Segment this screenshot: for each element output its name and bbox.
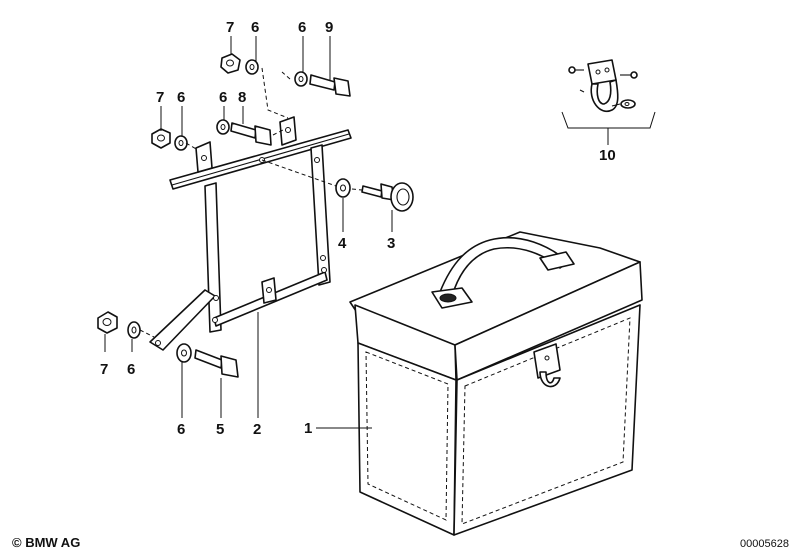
callout-6: 6 <box>298 19 306 36</box>
tool-case-drawing <box>349 231 643 536</box>
callout-7: 7 <box>156 89 164 106</box>
callout-1: 1 <box>304 420 312 437</box>
callout-10: 10 <box>599 147 616 164</box>
callout-labels: 7 6 6 9 7 6 6 8 4 3 7 6 6 5 2 1 10 <box>100 19 616 438</box>
callout-7: 7 <box>100 361 108 378</box>
callout-4: 4 <box>338 235 347 252</box>
callout-7: 7 <box>226 19 234 36</box>
callout-5: 5 <box>216 421 224 438</box>
callout-6: 6 <box>251 19 259 36</box>
copyright-notice: © BMW AG <box>12 535 81 550</box>
callout-6: 6 <box>127 361 135 378</box>
leader-lines <box>104 36 609 429</box>
clasp-kit-drawing <box>561 59 656 129</box>
callout-6: 6 <box>177 89 185 106</box>
callout-9: 9 <box>325 19 333 36</box>
callout-6: 6 <box>219 89 227 106</box>
callout-8: 8 <box>238 89 246 106</box>
callout-6: 6 <box>177 421 185 438</box>
callout-3: 3 <box>387 235 395 252</box>
fasteners-drawing <box>97 53 414 378</box>
callout-2: 2 <box>253 421 261 438</box>
bracket-drawing <box>149 116 352 351</box>
document-number: 00005628 <box>740 538 789 550</box>
